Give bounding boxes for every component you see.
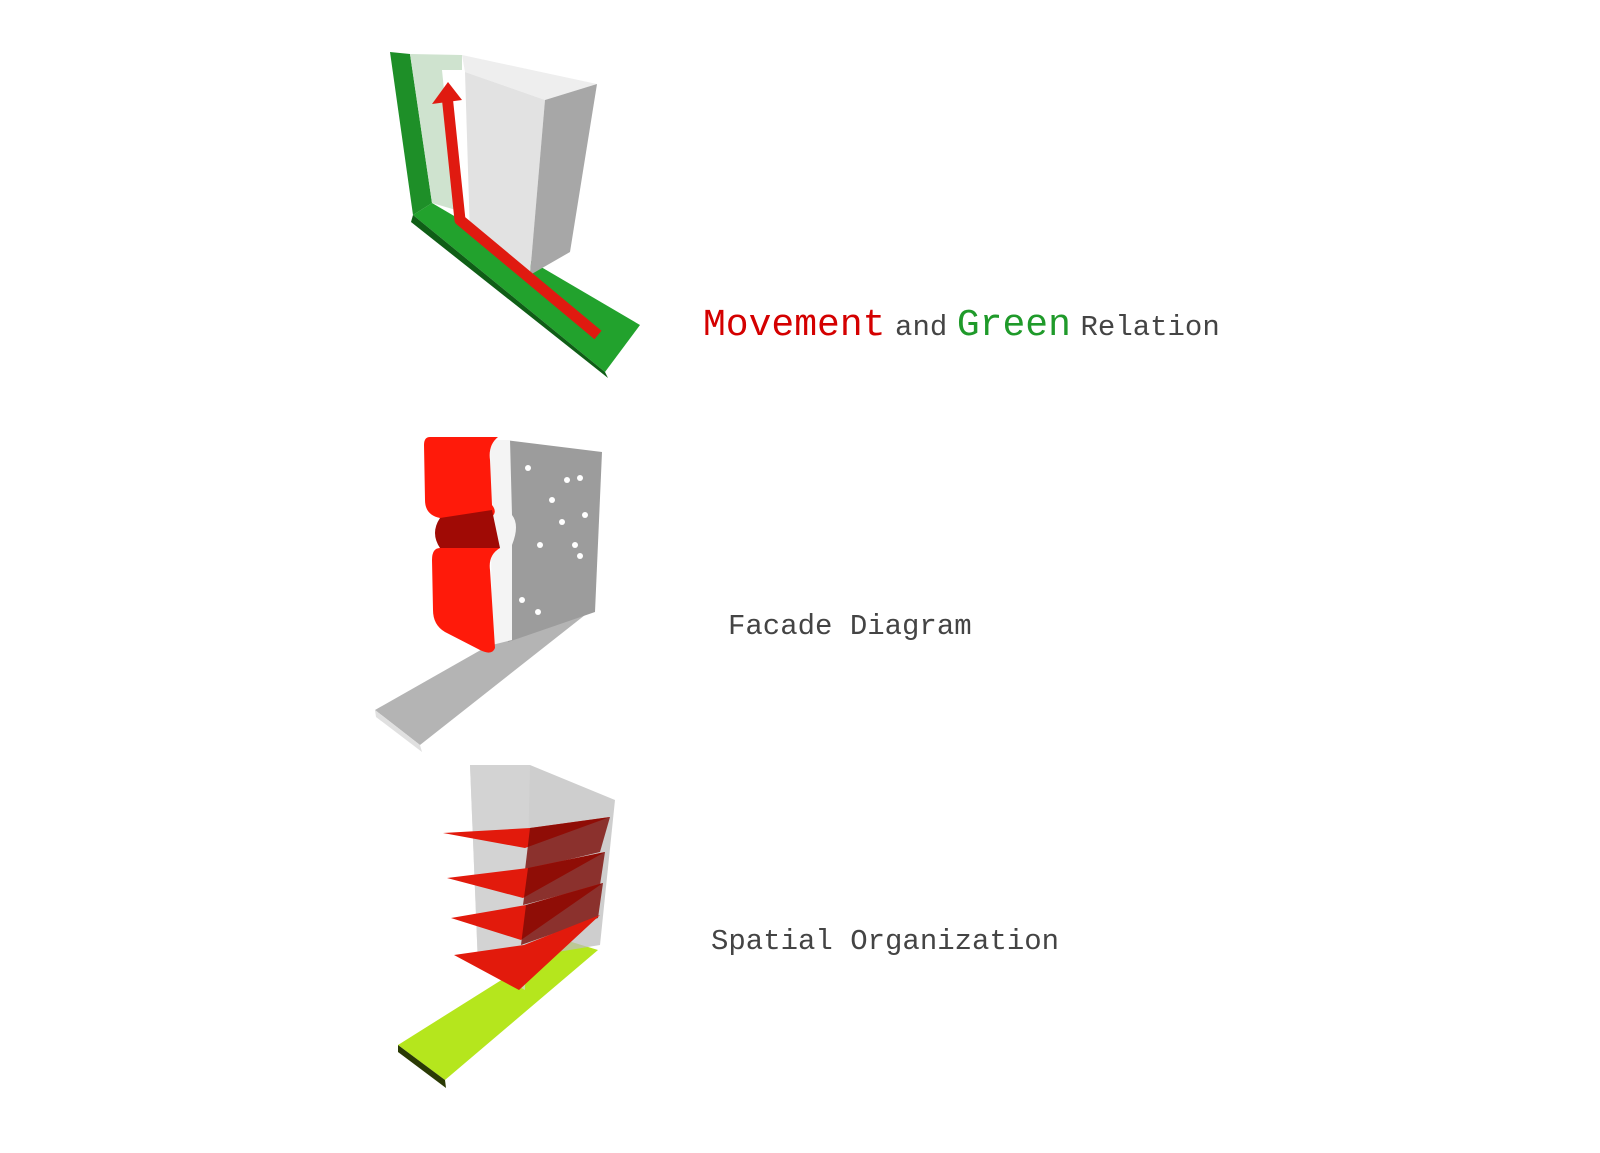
lime-ground-edge <box>398 1045 446 1088</box>
caption-word-green: Green <box>956 304 1071 347</box>
box-top <box>462 55 597 100</box>
red-facade-lower <box>432 548 500 653</box>
green-ground-edge <box>411 215 608 378</box>
caption-word-and: and <box>895 311 948 344</box>
green-wall <box>390 52 432 215</box>
gray-ground-slab <box>375 605 585 745</box>
red-facade-connector <box>435 510 500 548</box>
caption-spatial-organization: Spatial Organization <box>711 925 1060 958</box>
translucent-green-layer <box>410 54 462 210</box>
perforated-panel <box>505 440 602 642</box>
caption-word-relation: Relation <box>1080 311 1220 344</box>
movement-path <box>441 94 602 340</box>
red-facade-upper <box>424 437 498 520</box>
movement-arrow-head <box>432 82 462 104</box>
white-fold-strip <box>490 440 516 645</box>
caption-word-movement: Movement <box>703 304 886 347</box>
lime-ground-slab <box>398 940 598 1080</box>
floor-plates <box>443 817 610 990</box>
caption-facade-diagram: Facade Diagram <box>728 610 972 643</box>
panel-perforations <box>519 465 588 615</box>
gray-ground-edge <box>375 710 422 752</box>
facade-diagram <box>375 437 602 752</box>
box-front <box>465 72 545 275</box>
movement-green-diagram <box>390 52 640 378</box>
caption-movement-green-relation: Movement and Green Relation <box>703 304 1220 347</box>
box-side <box>530 84 597 275</box>
spatial-organization-diagram <box>398 765 615 1088</box>
